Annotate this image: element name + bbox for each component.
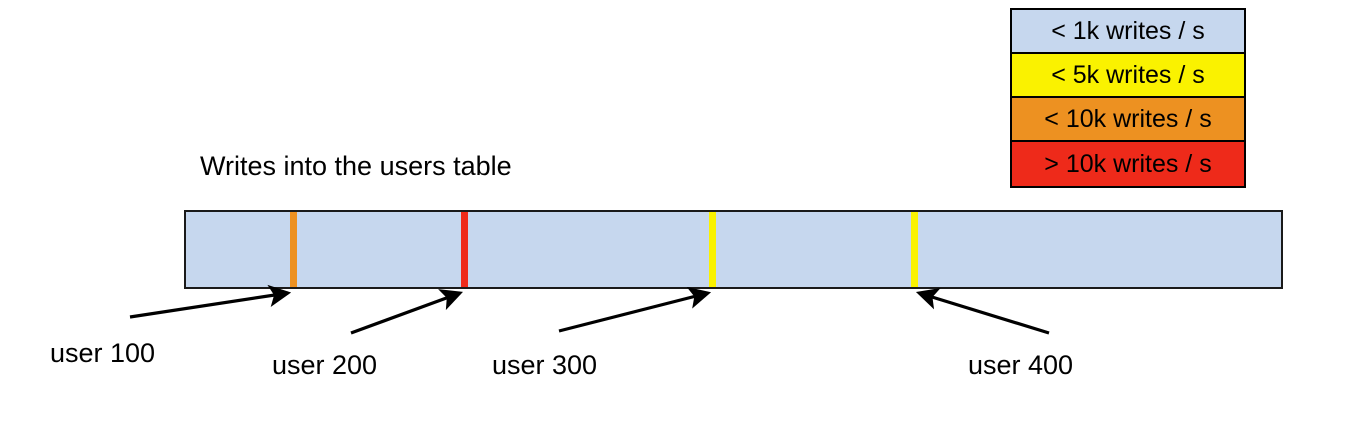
legend-row-over-10k: > 10k writes / s — [1012, 142, 1244, 186]
marker-user-200 — [461, 212, 468, 287]
marker-user-300 — [709, 212, 716, 287]
arrow-user-400 — [915, 287, 1050, 335]
marker-user-400 — [911, 212, 918, 287]
legend: < 1k writes / s < 5k writes / s < 10k wr… — [1010, 8, 1246, 188]
users-table-range-bar — [184, 210, 1283, 289]
label-user-300: user 300 — [492, 350, 598, 380]
label-user-400: user 400 — [968, 350, 1074, 380]
marker-user-100 — [290, 212, 297, 287]
arrow-user-300 — [558, 286, 712, 333]
legend-row-under-1k: < 1k writes / s — [1012, 10, 1244, 54]
legend-row-under-10k: < 10k writes / s — [1012, 98, 1244, 142]
arrow-user-200 — [350, 289, 464, 335]
legend-row-under-5k: < 5k writes / s — [1012, 54, 1244, 98]
legend-label-under-5k: < 5k writes / s — [1051, 60, 1205, 89]
label-user-100: user 100 — [50, 338, 156, 368]
legend-label-under-10k: < 10k writes / s — [1044, 104, 1212, 133]
label-user-200: user 200 — [272, 350, 378, 380]
legend-label-under-1k: < 1k writes / s — [1051, 16, 1205, 45]
chart-title: Writes into the users table — [200, 151, 512, 181]
legend-label-over-10k: > 10k writes / s — [1044, 149, 1212, 178]
arrow-user-100 — [129, 284, 292, 319]
